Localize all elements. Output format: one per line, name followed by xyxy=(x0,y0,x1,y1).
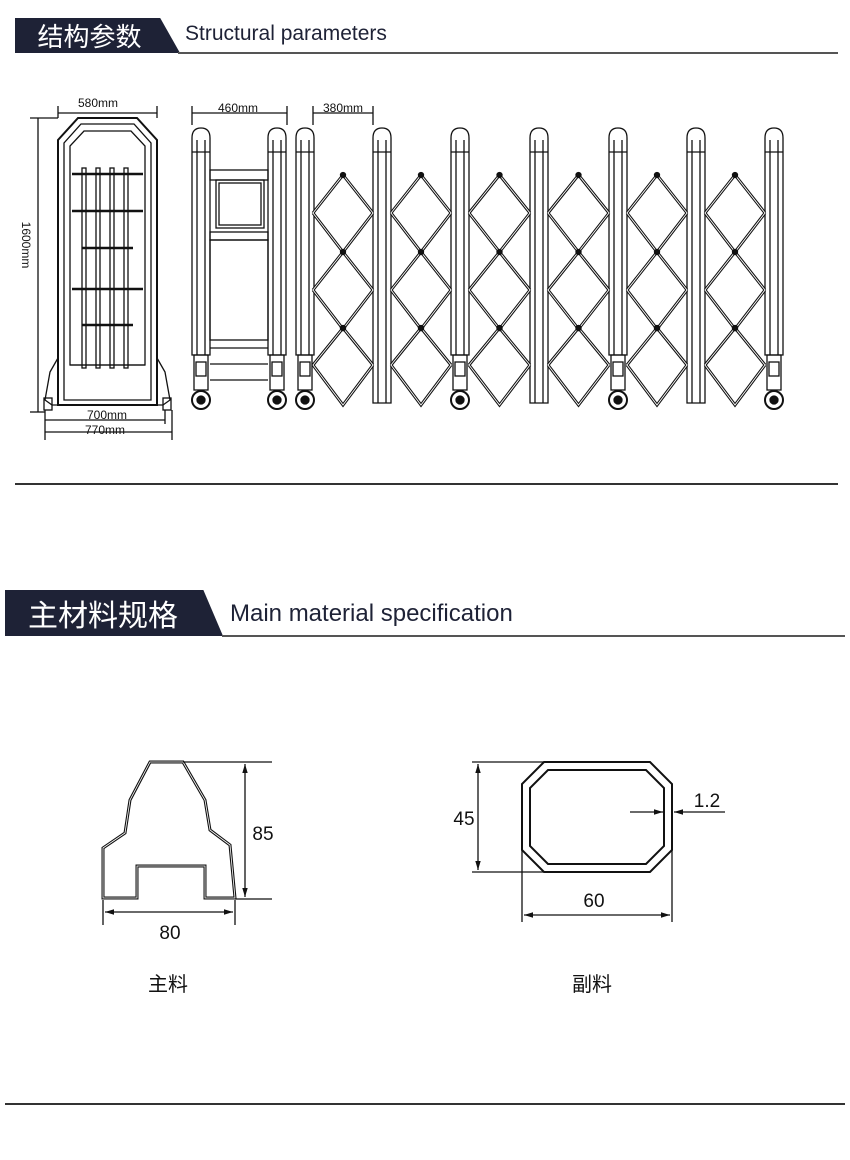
lattice-pivot xyxy=(575,324,582,332)
lattice-scissor-inner xyxy=(704,174,766,406)
lattice-pivot xyxy=(575,248,582,256)
front-bars xyxy=(72,167,143,369)
wheel-housing-window xyxy=(271,361,283,377)
lattice-scissor-inner xyxy=(312,174,374,406)
lattice-scissor xyxy=(625,172,689,408)
gate-post xyxy=(608,127,628,356)
lattice-pivot xyxy=(339,248,347,256)
front-view: 580mm 1600mm 700mm 770mm xyxy=(19,96,173,440)
wheel-hub xyxy=(613,395,623,405)
lattice-scissor xyxy=(311,172,375,408)
dim-1-2: 1.2 xyxy=(694,791,720,812)
dim-700: 700mm xyxy=(87,408,127,422)
wheel-icon xyxy=(191,390,211,410)
lattice-pivot xyxy=(653,248,661,256)
gate-post xyxy=(372,127,392,404)
wheel-housing-window xyxy=(454,361,466,377)
section-title-en: Structural parameters xyxy=(185,22,387,45)
header-underline xyxy=(178,52,838,54)
lattice-scissor-inner xyxy=(547,174,610,406)
main-profile-drawing: 85 80 xyxy=(101,760,274,944)
gate-post xyxy=(764,127,784,356)
lattice-pivot xyxy=(339,171,347,179)
lattice-scissor-inner xyxy=(390,174,452,406)
lattice-pivot xyxy=(731,324,739,332)
wheel-icon xyxy=(608,390,628,410)
dim-380: 380mm xyxy=(323,101,363,115)
lattice-pivot xyxy=(417,248,425,256)
gate-post xyxy=(686,127,706,404)
dim-580: 580mm xyxy=(78,96,118,110)
header-underline xyxy=(222,635,845,637)
wheel-icon xyxy=(450,390,470,410)
divider xyxy=(5,1103,845,1105)
lattice-pivot xyxy=(731,171,739,179)
lattice-pivot xyxy=(417,171,425,179)
lattice-pivot xyxy=(496,248,503,256)
dim-80: 80 xyxy=(159,923,180,944)
lattice-scissor-inner xyxy=(626,174,688,406)
lattice-scissor-inner xyxy=(468,174,531,406)
dim-460: 460mm xyxy=(218,101,258,115)
lattice-pivot xyxy=(339,324,347,332)
wheel-icon xyxy=(295,390,315,410)
gate-post xyxy=(191,127,211,356)
wheel-hub xyxy=(769,395,779,405)
dim-770: 770mm xyxy=(85,423,125,437)
lattice-pivot xyxy=(496,171,503,179)
wheel-icon xyxy=(267,390,287,410)
main-profile-caption: 主料 xyxy=(148,972,188,996)
gate-post xyxy=(450,127,470,356)
section-title-cn: 结构参数 xyxy=(15,18,180,53)
wheel-hub xyxy=(272,395,282,405)
wheel-hub xyxy=(455,395,465,405)
lattice-scissor xyxy=(467,172,532,408)
gate-post xyxy=(295,127,315,356)
wheel-hub xyxy=(300,395,310,405)
wheel-icon xyxy=(764,390,784,410)
sub-profile-caption: 副料 xyxy=(572,972,612,996)
wheel-housing-window xyxy=(768,361,780,377)
lattice-scissor xyxy=(389,172,453,408)
section-title-cn: 主材料规格 xyxy=(5,590,223,636)
lattice-scissor xyxy=(546,172,611,408)
wheel-housing-window xyxy=(612,361,624,377)
dim-85: 85 xyxy=(252,824,273,845)
dim-60: 60 xyxy=(583,891,604,912)
section-title-en: Main material specification xyxy=(230,600,513,627)
lattice-pivot xyxy=(417,324,425,332)
lattice-scissor xyxy=(703,172,767,408)
dim-1600: 1600mm xyxy=(19,222,33,269)
wheel-housing-window xyxy=(195,361,207,377)
lattice-pivot xyxy=(496,324,503,332)
lattice-pivot xyxy=(731,248,739,256)
wheel-hub xyxy=(196,395,206,405)
lattice-pivot xyxy=(653,324,661,332)
wheel-housing-window xyxy=(299,361,311,377)
gate-post xyxy=(267,127,287,356)
divider xyxy=(15,483,838,485)
sub-profile-drawing: 45 60 1.2 xyxy=(453,761,725,922)
dim-45: 45 xyxy=(453,809,474,830)
gate-post xyxy=(529,127,549,404)
side-view: 460mm 380mm xyxy=(191,101,784,410)
lattice-pivot xyxy=(575,171,582,179)
lattice-pivot xyxy=(653,171,661,179)
